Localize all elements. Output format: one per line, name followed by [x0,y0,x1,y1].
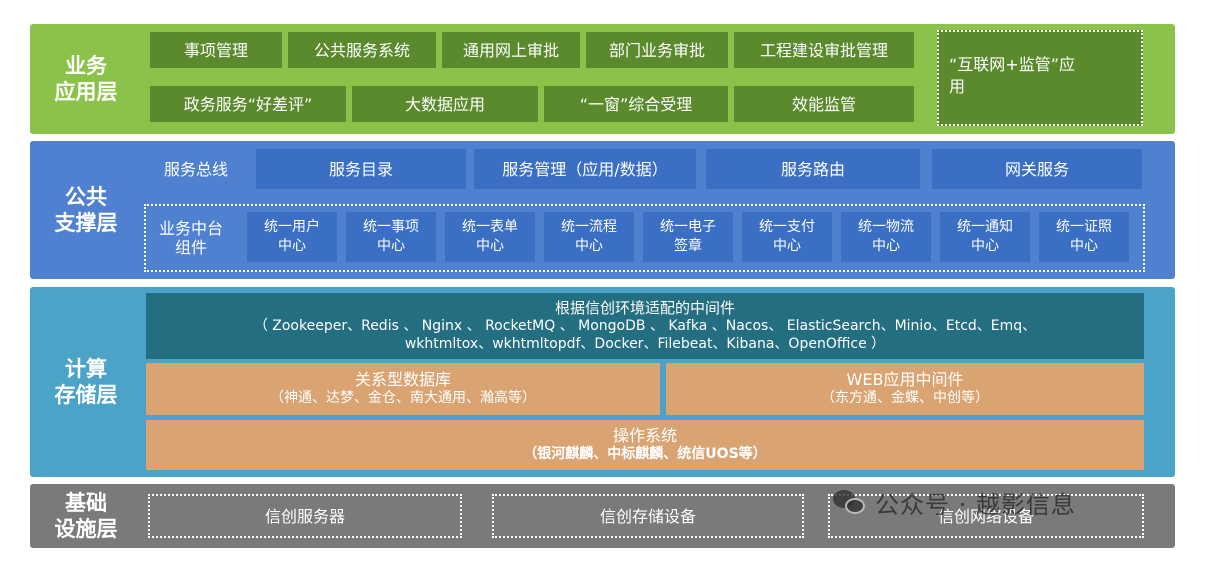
internet-supervision-label: “互联网+监管”应 用 [949,55,1075,96]
middle-platform-components: 业务中台 组件 统一用户 中心 统一事项 中心 统一表单 中心 统一流程 中心 … [144,204,1145,272]
item-construction-approval: 工程建设审批管理 [734,32,914,68]
web-middleware-vendors: （东方通、金蝶、中创等） [821,390,989,406]
database-title: 关系型数据库 [354,370,451,389]
os-title: 操作系统 [612,426,677,445]
xinchuang-network-label: 信创网络设备 [937,506,1034,526]
unified-process-center: 统一流程 中心 [544,212,634,262]
compute-layer-label: 计算 存储层 [54,357,118,407]
unified-form-center: 统一表单 中心 [445,212,535,262]
item-big-data: 大数据应用 [352,86,538,122]
service-catalog-box: 服务目录 [256,149,466,189]
relational-database-box: 关系型数据库 （神通、达梦、金仓、南大通用、瀚高等） [146,363,660,415]
watermark-text: 公众号 · 越影信息 [875,490,1076,519]
public-support-layer: 公共 支撑层 服务总线 服务目录 服务管理（应用/数据） 服务路由 网关服务 业… [30,141,1175,279]
service-management-box: 服务管理（应用/数据） [474,149,696,189]
xinchuang-storage-label: 信创存储设备 [599,506,696,526]
middleware-title: 根据信创环境适配的中间件 [554,299,735,317]
item-one-window: “一窗”综合受理 [544,86,728,122]
middle-platform-label: 业务中台 组件 [158,219,223,257]
compute-storage-layer: 计算 存储层 根据信创环境适配的中间件 （ Zookeeper、Redis 、 … [30,287,1175,477]
infrastructure-layer: 基础 设施层 信创服务器 信创存储设备 信创网络设备 [30,484,1175,548]
item-online-approval: 通用网上审批 [442,32,580,68]
support-layer-label: 公共 支撑层 [54,185,118,235]
internet-supervision-box: “互联网+监管”应 用 [937,30,1143,126]
unified-license-center: 统一证照 中心 [1039,212,1129,262]
middleware-list-line1: （ Zookeeper、Redis 、 Nginx 、 RocketMQ 、 M… [253,318,1037,334]
infra-layer-label: 基础 设施层 [54,491,118,541]
middleware-box: 根据信创环境适配的中间件 （ Zookeeper、Redis 、 Nginx 、… [146,293,1144,359]
database-vendors: （神通、达梦、金仓、南大通用、瀚高等） [270,390,536,406]
middleware-list-line2: wkhtmltox、wkhtmltopdf、Docker、Filebeat、Ki… [404,336,886,352]
operating-system-box: 操作系统 （银河麒麟、中标麒麟、统信UOS等） [146,420,1144,470]
item-good-bad-review: 政务服务“好差评” [150,86,346,122]
xinchuang-network-box: 信创网络设备 [828,494,1144,538]
wechat-icon [833,488,867,516]
item-efficiency-supervision: 效能监管 [734,86,914,122]
item-department-approval: 部门业务审批 [586,32,728,68]
unified-logistics-center: 统一物流 中心 [841,212,931,262]
os-vendors: （银河麒麟、中标麒麟、统信UOS等） [523,446,767,462]
gateway-service-box: 网关服务 [932,149,1142,189]
service-routing-box: 服务路由 [706,149,920,189]
web-middleware-title: WEB应用中间件 [846,370,964,389]
item-matter-management: 事项管理 [150,32,282,68]
unified-payment-center: 统一支付 中心 [742,212,832,262]
xinchuang-storage-box: 信创存储设备 [492,494,804,538]
unified-notification-center: 统一通知 中心 [940,212,1030,262]
business-layer-label: 业务 应用层 [54,54,118,104]
watermark: 公众号 · 越影信息 [833,486,1076,519]
xinchuang-server-box: 信创服务器 [148,494,462,538]
web-middleware-box: WEB应用中间件 （东方通、金蝶、中创等） [666,363,1144,415]
business-application-layer: 业务 应用层 事项管理 公共服务系统 通用网上审批 部门业务审批 工程建设审批管… [30,24,1175,134]
xinchuang-server-label: 信创服务器 [264,506,345,526]
item-public-service-system: 公共服务系统 [288,32,436,68]
service-bus-label: 服务总线 [163,159,228,179]
unified-matter-center: 统一事项 中心 [346,212,436,262]
unified-user-center: 统一用户 中心 [247,212,337,262]
unified-e-signature: 统一电子 签章 [643,212,733,262]
